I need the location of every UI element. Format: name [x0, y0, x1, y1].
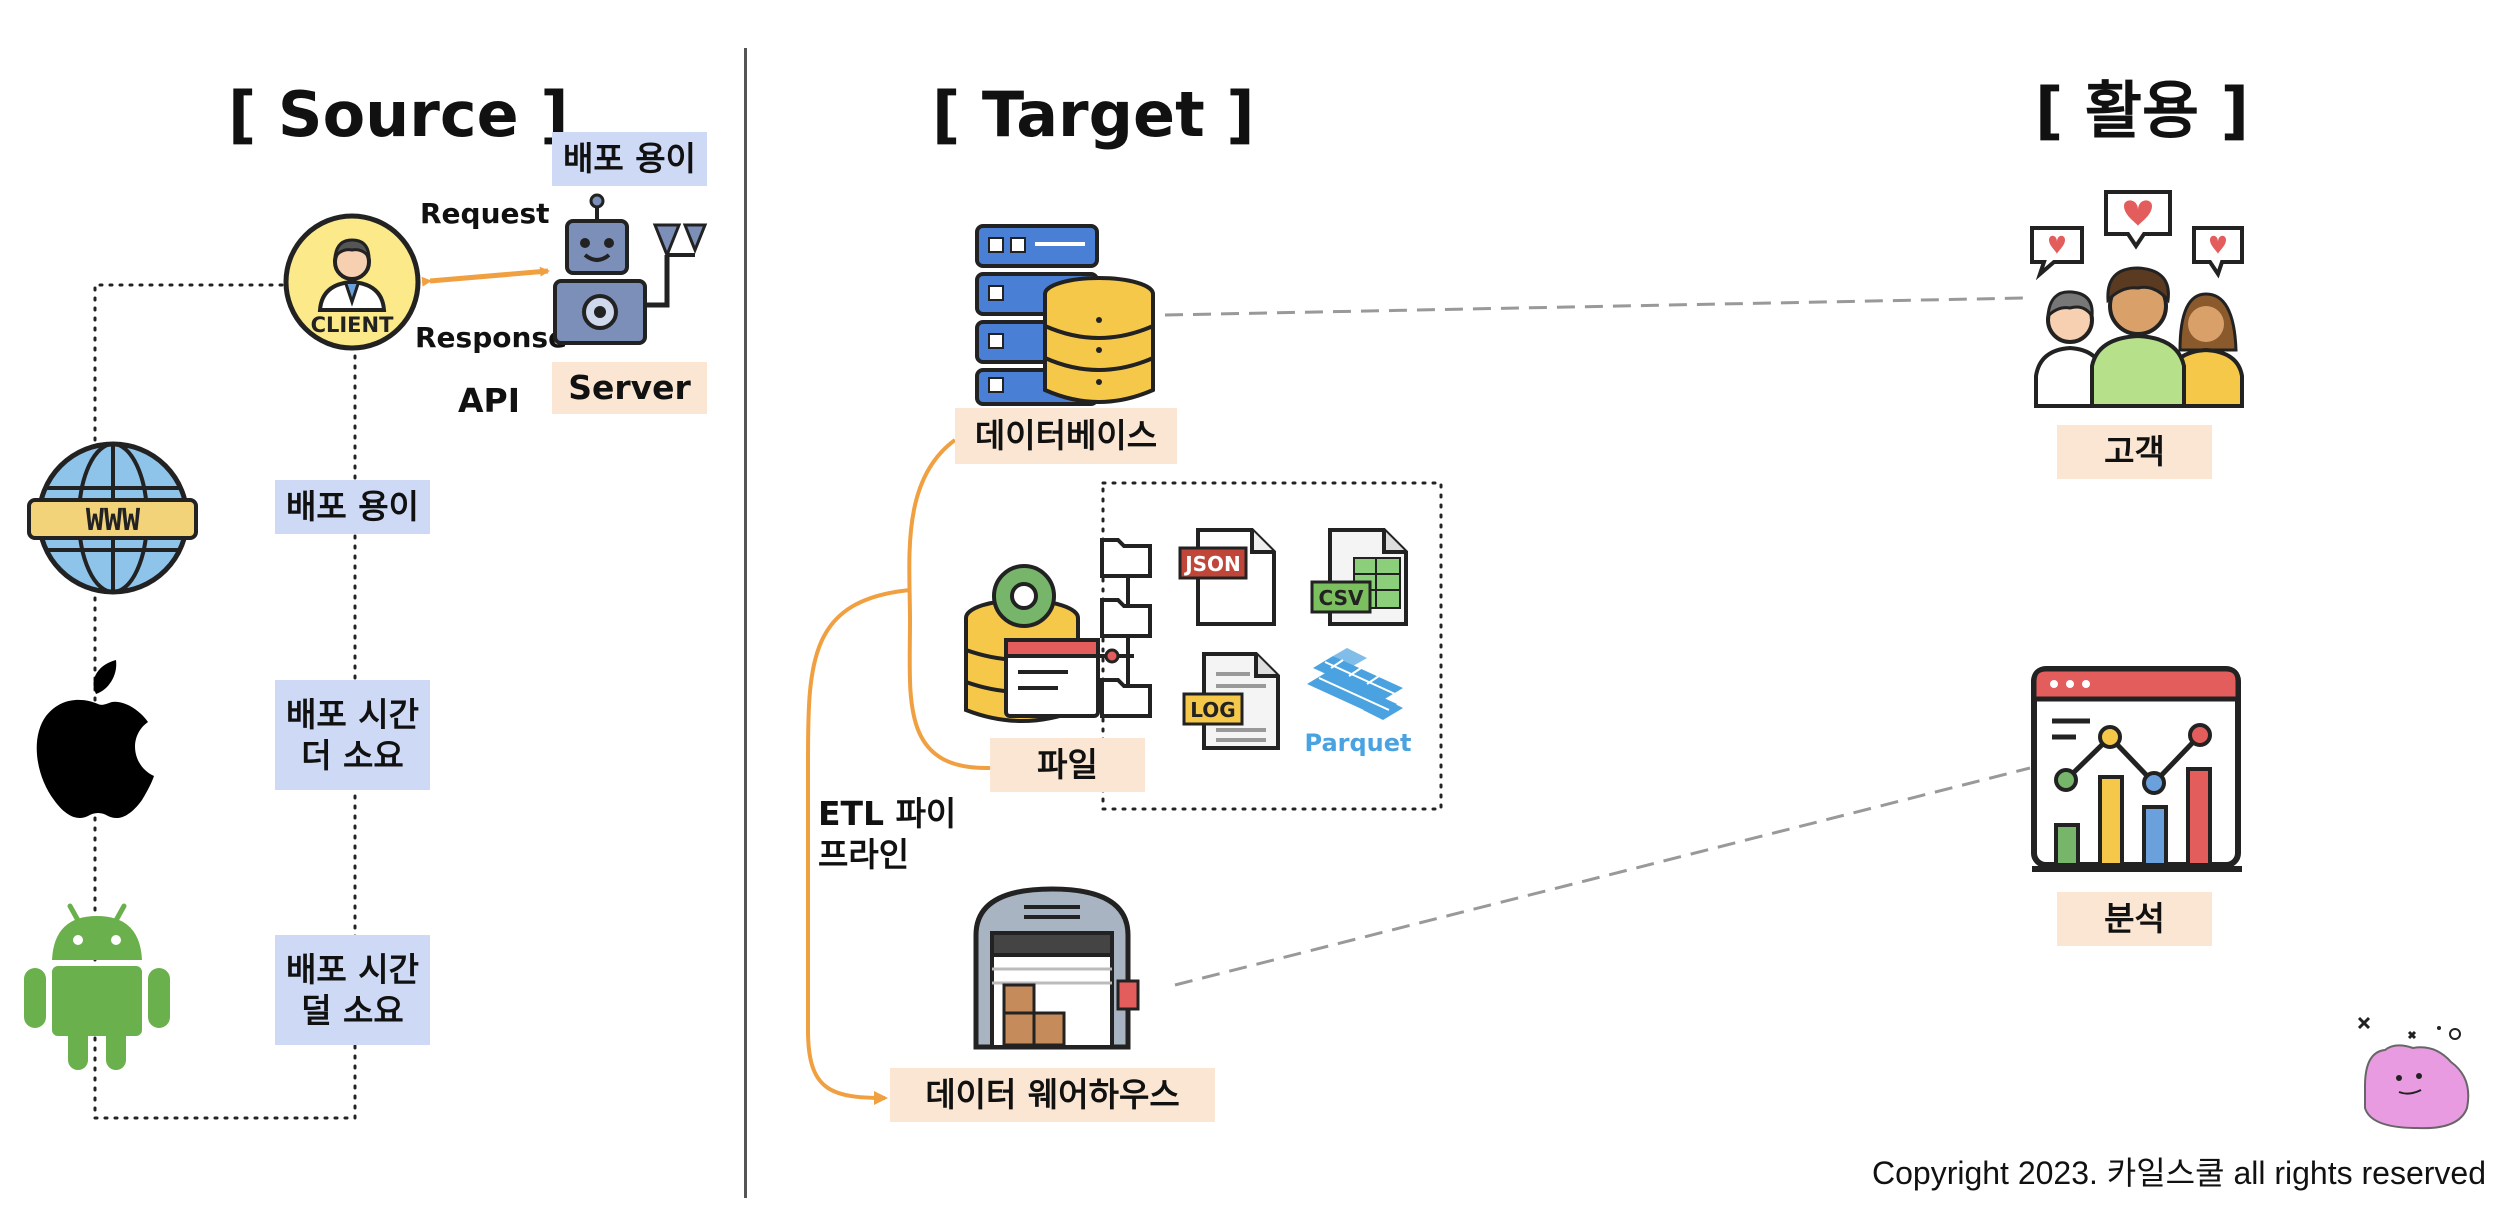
- csv-file-icon: CSV: [1310, 528, 1408, 626]
- web-tag: 배포 용이: [275, 480, 430, 534]
- section-divider: [744, 48, 747, 1198]
- source-title: [ Source ]: [228, 78, 569, 151]
- target-title: [ Target ]: [932, 78, 1255, 151]
- database-label: 데이터베이스: [955, 408, 1177, 464]
- folder-tree-icon: [1100, 538, 1152, 718]
- db-to-customer-line: [1164, 296, 2026, 317]
- json-file-icon: JSON: [1178, 528, 1276, 626]
- database-icon: [975, 224, 1155, 406]
- api-label: API: [458, 381, 521, 420]
- customers-icon: [2030, 190, 2244, 408]
- globe-www-text: WWW: [86, 503, 141, 538]
- dotted-source-loop: [93, 283, 357, 1120]
- etl-label: ETL 파이 프라인: [818, 794, 957, 875]
- client-icon-text: CLIENT: [311, 313, 395, 337]
- etl-arrow: [806, 588, 911, 1105]
- usage-title: [ 활용 ]: [2035, 74, 2249, 147]
- customer-label: 고객: [2057, 425, 2212, 479]
- db-file-bracket: [907, 438, 991, 771]
- warehouse-icon: [973, 886, 1140, 1050]
- file-label: 파일: [990, 738, 1145, 792]
- server-label: Server: [552, 362, 707, 414]
- log-file-icon: LOG: [1182, 652, 1280, 750]
- log-file-text: LOG: [1190, 698, 1235, 722]
- warehouse-to-analysis-line: [1174, 766, 2031, 987]
- request-label: Request: [420, 197, 550, 230]
- android-tag: 배포 시간 덜 소요: [275, 935, 430, 1045]
- apple-icon: [36, 660, 154, 819]
- copyright: Copyright 2023. 카일스쿨 all rights reserved: [1871, 1155, 2486, 1191]
- analysis-chart-icon: [2031, 666, 2242, 872]
- response-label: Response: [415, 321, 568, 354]
- server-tag: 배포 용이: [552, 132, 707, 186]
- parquet-icon: Parquet: [1305, 648, 1412, 757]
- analysis-label: 분석: [2057, 892, 2212, 946]
- json-file-text: JSON: [1183, 552, 1241, 576]
- parquet-text: Parquet: [1305, 729, 1412, 757]
- android-icon: [24, 903, 170, 1070]
- csv-file-text: CSV: [1319, 586, 1364, 610]
- warehouse-label: 데이터 웨어하우스: [890, 1068, 1215, 1122]
- client-icon: CLIENT: [283, 213, 421, 351]
- file-storage-icon: [964, 564, 1134, 723]
- server-robot-icon: [553, 193, 708, 345]
- mascot-icon: [2357, 1016, 2470, 1130]
- globe-www-icon: WWW: [27, 441, 198, 595]
- file-types-box: [1101, 481, 1443, 811]
- request-response-arrow: [421, 266, 550, 287]
- ios-tag: 배포 시간 더 소요: [275, 680, 430, 790]
